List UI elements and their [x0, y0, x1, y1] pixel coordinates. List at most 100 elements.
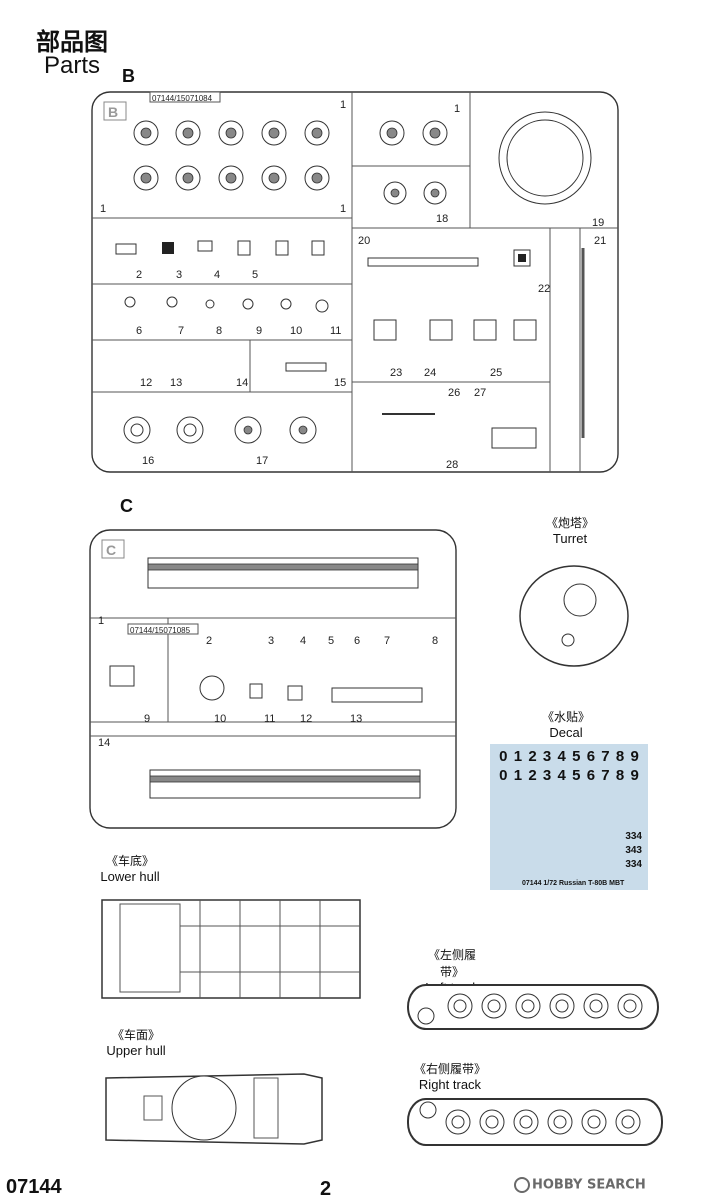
part-num: 1 [100, 203, 106, 215]
decal-digit: 5 [572, 767, 581, 784]
left-track-caption-cn: 《左侧履带》 [427, 948, 476, 979]
decal-digit: 5 [572, 748, 581, 765]
right-track-caption-en: Right track [418, 1077, 482, 1092]
part-num: 6 [136, 325, 142, 337]
decal-num: 334 [625, 859, 642, 870]
part-num: 7 [178, 325, 184, 337]
part-num: 14 [98, 737, 110, 749]
part-num: 9 [256, 325, 262, 337]
part-num: 3 [176, 269, 182, 281]
part-num: 21 [594, 235, 606, 247]
lower-hull-caption-en: Lower hull [100, 869, 160, 884]
decal-digit: 2 [528, 748, 537, 765]
decal-digit: 4 [557, 748, 566, 765]
part-num: 3 [268, 635, 274, 647]
turret-caption: 《炮塔》 Turret [520, 514, 620, 546]
decal-num: 334 [625, 831, 642, 842]
part-num: 9 [144, 713, 150, 725]
decal-caption-cn: 《水贴》 [541, 710, 590, 724]
part-num: 10 [214, 713, 226, 725]
turret-caption-en: Turret [552, 531, 588, 546]
part-num: 8 [432, 635, 438, 647]
decal-digit: 8 [615, 767, 625, 784]
part-num: 6 [354, 635, 360, 647]
upper-hull-caption-cn: 《车面》 [111, 1028, 160, 1042]
part-num: 20 [358, 235, 370, 247]
part-num: 12 [140, 377, 152, 389]
part-num: 13 [350, 713, 362, 725]
decal-caption: 《水贴》 Decal [516, 708, 616, 740]
sprue-c-letter: C [120, 496, 133, 516]
lower-hull-drawing [101, 899, 361, 999]
decal-caption-en: Decal [549, 725, 583, 740]
decal-digit: 2 [528, 767, 537, 784]
turret-drawing [519, 565, 629, 667]
decal-sheet-caption: 07144 1/72 Russian T-80B MBT [522, 880, 625, 887]
part-num: 25 [490, 367, 502, 379]
part-num: 28 [446, 459, 458, 471]
part-num: 12 [300, 713, 312, 725]
right-track-caption: 《右侧履带》 Right track [414, 1060, 486, 1092]
decal-num: 343 [625, 845, 642, 856]
part-num: 24 [424, 367, 436, 379]
part-num: 11 [330, 325, 341, 337]
sprue-b-letter: B [122, 66, 135, 86]
part-num: 14 [236, 377, 248, 389]
footer-kit-code: 07144 [6, 1176, 62, 1198]
decal-digit: 6 [586, 748, 596, 765]
upper-hull-drawing [105, 1073, 323, 1145]
decal-digit: 3 [542, 767, 552, 784]
turret-caption-cn: 《炮塔》 [545, 516, 594, 530]
part-num: 5 [252, 269, 258, 281]
decal-digit: 0 [499, 767, 508, 784]
sprue-c-tag: C [106, 542, 116, 558]
decal-digit: 1 [513, 748, 523, 765]
decal-digit: 6 [586, 767, 596, 784]
lower-hull-caption: 《车底》 Lower hull [90, 852, 170, 884]
decal-digit: 9 [630, 748, 639, 765]
decal-digit: 4 [557, 767, 566, 784]
part-num: 22 [538, 283, 550, 295]
sprue-b-code: 07144/15071084 [152, 94, 213, 103]
part-num: 27 [474, 387, 486, 399]
part-num: 18 [436, 213, 448, 225]
sprue-b-frame: B 07144/15071084 [91, 91, 619, 473]
part-num: 1 [340, 99, 346, 111]
part-num: 13 [170, 377, 182, 389]
part-num: 1 [340, 203, 346, 215]
right-track-caption-cn: 《右侧履带》 [414, 1062, 487, 1076]
part-num: 23 [390, 367, 402, 379]
right-track-drawing [407, 1098, 663, 1146]
part-num: 2 [206, 635, 212, 647]
page-title-en: Parts [44, 52, 101, 79]
decal-digit: 8 [615, 748, 625, 765]
watermark: HOBBY SEARCH [514, 1177, 646, 1193]
sprue-c-code: 07144/15071085 [130, 626, 191, 635]
part-num: 4 [300, 635, 306, 647]
decal-digit: 7 [601, 767, 610, 784]
decal-digit: 9 [630, 767, 639, 784]
page-title-cn: 部品图 [36, 28, 108, 56]
upper-hull-caption: 《车面》 Upper hull [96, 1026, 176, 1058]
left-track-drawing [407, 984, 659, 1030]
decal-digit: 7 [601, 748, 610, 765]
part-num: 15 [334, 377, 346, 389]
part-num: 16 [142, 455, 154, 467]
part-num: 8 [216, 325, 222, 337]
watermark-text: HOBBY SEARCH [532, 1177, 646, 1193]
upper-hull-caption-en: Upper hull [106, 1043, 166, 1058]
part-num: 1 [454, 103, 460, 115]
part-num: 19 [592, 217, 604, 229]
decal-digit: 1 [513, 767, 523, 784]
part-num: 26 [448, 387, 460, 399]
page-number: 2 [320, 1178, 332, 1200]
part-num: 1 [98, 615, 104, 627]
part-num: 10 [290, 325, 302, 337]
part-num: 7 [384, 635, 390, 647]
sprue-b-tag: B [108, 104, 118, 120]
decal-numbers-3: 334 343 334 [625, 830, 642, 872]
watermark-logo-icon [514, 1177, 530, 1193]
part-num: 5 [328, 635, 334, 647]
